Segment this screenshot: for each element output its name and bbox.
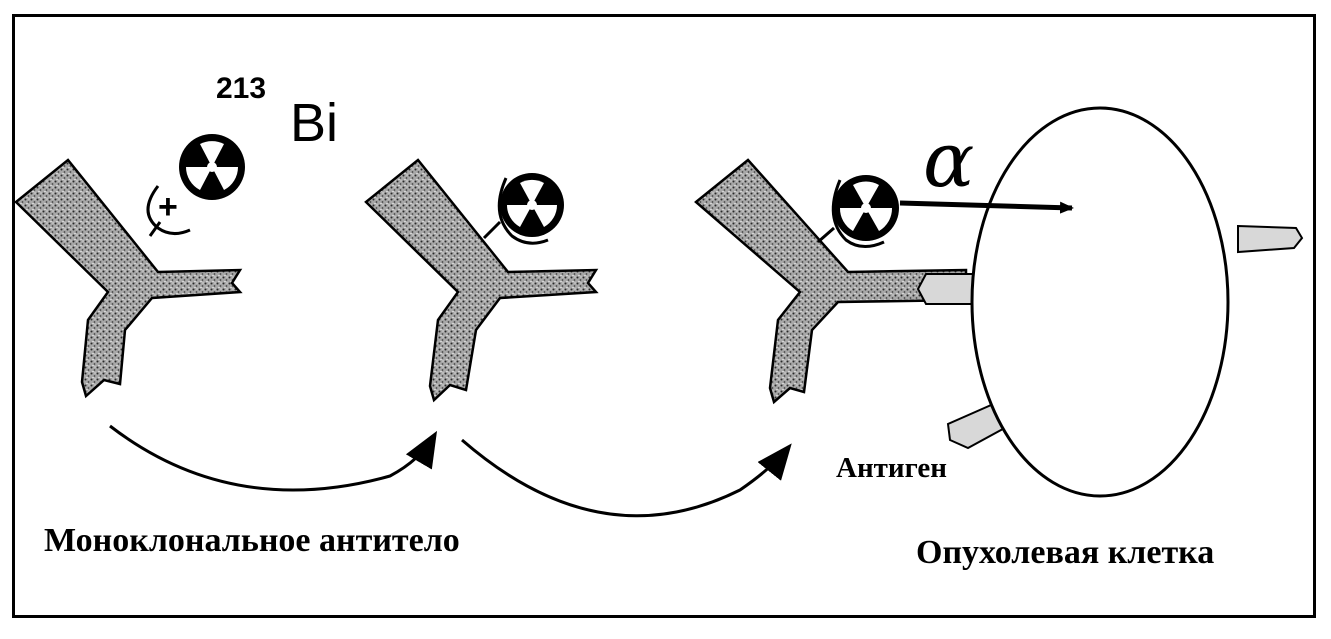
antigen-top-right xyxy=(1237,224,1304,254)
radiation-icon-3 xyxy=(833,175,899,241)
isotope-element: Bi xyxy=(290,93,339,153)
tumor-cell xyxy=(970,106,1230,498)
tumor-cell-label: Опухолевая клетка xyxy=(916,534,1215,571)
radiation-icon-2 xyxy=(500,173,564,237)
antibody-1 xyxy=(14,158,243,399)
charge-sign: + xyxy=(158,188,178,226)
antibody-2 xyxy=(364,158,599,403)
step-arrow-1 xyxy=(109,424,438,492)
linker-1 xyxy=(146,185,191,237)
isotope-mass: 213 xyxy=(216,72,267,105)
antibody-3 xyxy=(694,158,968,405)
diagram-frame xyxy=(12,14,1316,618)
alpha-arrow xyxy=(899,200,1074,214)
antibody-label: Моноклональное антитело xyxy=(44,522,460,559)
radiation-icon-1 xyxy=(179,134,245,200)
linker-2 xyxy=(482,177,549,245)
step-arrow-2 xyxy=(461,438,792,518)
alpha-label: α xyxy=(923,115,975,204)
antigen-label: Антиген xyxy=(836,452,947,484)
